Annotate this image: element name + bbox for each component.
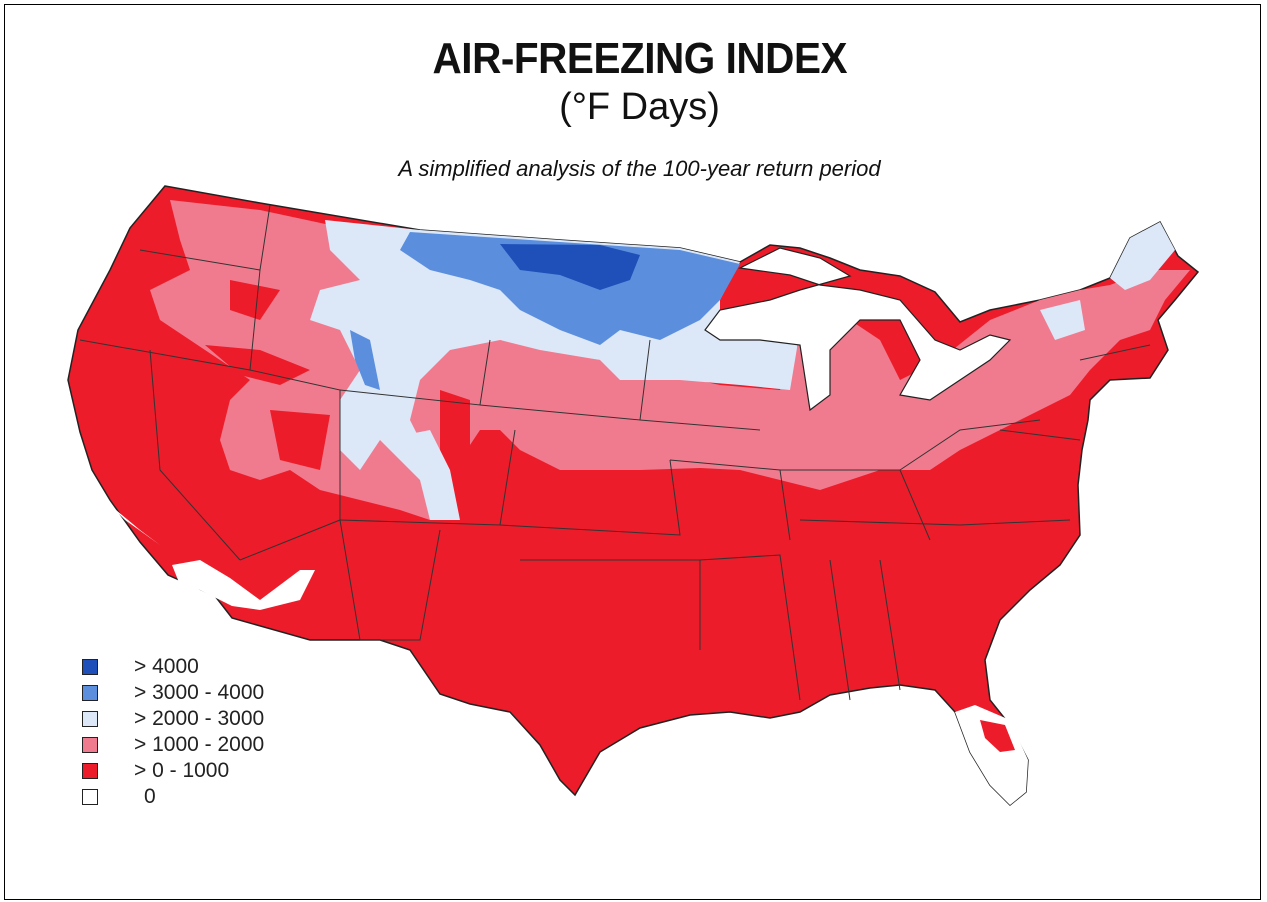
legend-swatch bbox=[82, 685, 98, 701]
legend-swatch bbox=[82, 763, 98, 779]
zone-zero-florida bbox=[955, 705, 1028, 805]
map-subtitle: (°F Days) bbox=[559, 86, 720, 128]
legend-item: > 2000 - 3000 bbox=[82, 706, 264, 732]
zone-2000-3000-ny bbox=[1040, 300, 1085, 340]
legend-label: > 0 - 1000 bbox=[134, 759, 230, 782]
legend-item: > 0 - 1000 bbox=[82, 758, 264, 784]
zone-zero-fl-core bbox=[980, 720, 1015, 752]
zone-3000-4000-id bbox=[350, 330, 380, 390]
great-lakes bbox=[704, 247, 1012, 412]
legend-item: > 3000 - 4000 bbox=[82, 680, 264, 706]
legend-label: 0 bbox=[144, 785, 156, 808]
legend-label: > 2000 - 3000 bbox=[134, 707, 265, 730]
legend-item: > 4000 bbox=[82, 654, 264, 680]
legend-label: > 3000 - 4000 bbox=[134, 681, 265, 704]
zone-4000-plus bbox=[500, 244, 640, 290]
zone-red-or bbox=[205, 345, 310, 385]
map-title: AIR-FREEZING INDEX bbox=[432, 34, 848, 83]
zone-zero-socal bbox=[172, 560, 315, 610]
zone-3000-4000 bbox=[400, 232, 740, 345]
zone-red-wa bbox=[230, 280, 280, 320]
legend-item: 0 bbox=[82, 784, 264, 810]
map-legend: > 4000 > 3000 - 4000 > 2000 - 3000 > 100… bbox=[82, 654, 264, 810]
legend-swatch bbox=[82, 789, 98, 805]
state-borders bbox=[79, 204, 1151, 701]
legend-item: > 1000 - 2000 bbox=[82, 732, 264, 758]
zone-2000-3000-me bbox=[1110, 222, 1175, 290]
legend-label: > 1000 - 2000 bbox=[134, 733, 265, 756]
legend-swatch bbox=[82, 711, 98, 727]
map-note: A simplified analysis of the 100-year re… bbox=[398, 156, 881, 181]
legend-label: > 4000 bbox=[134, 655, 199, 678]
zone-2000-3000-wy bbox=[380, 430, 460, 520]
legend-swatch bbox=[82, 659, 98, 675]
zone-red-nv bbox=[270, 410, 330, 470]
legend-swatch bbox=[82, 737, 98, 753]
